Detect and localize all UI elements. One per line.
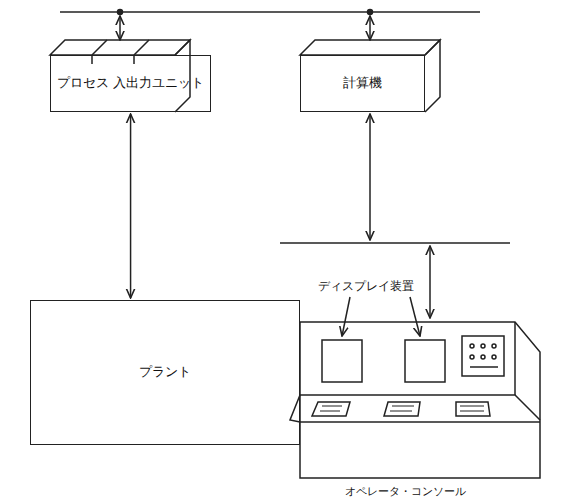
bus-arrow [429, 246, 431, 318]
process-box: プロセス 入出力ユニット [50, 55, 211, 112]
box-top-face [50, 40, 190, 55]
box-divider [92, 40, 149, 64]
node-text: プラント [139, 364, 191, 381]
bus-arrow [369, 16, 371, 40]
box-side-face [425, 40, 440, 112]
connector [130, 114, 132, 298]
keypad [384, 402, 420, 416]
callout-label: ディスプレイ装置 [318, 278, 414, 295]
bus-arrow [119, 16, 121, 40]
bus-arrow [369, 114, 371, 240]
keypad [312, 402, 350, 416]
operator-console [290, 322, 540, 478]
display-screen [405, 340, 445, 382]
keypad [456, 402, 490, 416]
junction-dot [368, 10, 373, 15]
leader-line [410, 297, 420, 336]
box-top-face [300, 40, 440, 55]
part-name: オペレータ・コンソール [345, 484, 466, 499]
node-text: プロセス 入出力ユニット [57, 75, 204, 92]
plant-box: プラント [30, 300, 300, 445]
process-box: 計算機 [300, 55, 425, 112]
leader-line [342, 297, 350, 336]
button-panel [462, 336, 504, 376]
node-text: 計算機 [343, 75, 382, 92]
junction-dot [118, 10, 123, 15]
bus-line [280, 242, 510, 244]
display-screen [322, 340, 362, 382]
